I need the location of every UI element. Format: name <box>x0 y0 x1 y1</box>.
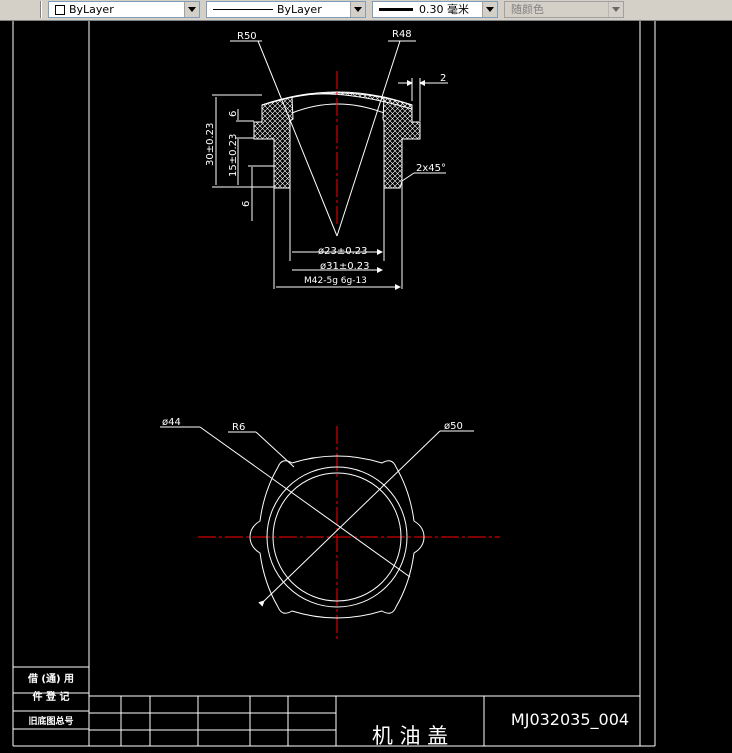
color-swatch <box>55 5 65 15</box>
toolbar-separator <box>40 1 42 18</box>
dim-r48: R48 <box>392 29 412 40</box>
section-view[interactable]: R50 R48 2 30±0.23 6 15±0.23 6 <box>205 29 448 290</box>
dim-d44: ø44 <box>162 417 181 428</box>
dim-thread: M42-5g 6g-13 <box>304 276 367 286</box>
chevron-down-icon[interactable] <box>184 2 199 17</box>
side-label-2: 件 登 记 <box>33 690 70 703</box>
linetype-combo[interactable]: ByLayer <box>206 1 366 18</box>
properties-toolbar: ByLayer ByLayer 0.30 毫米 随颜色 <box>0 0 732 21</box>
dim-d50: ø50 <box>444 421 463 432</box>
section-hatch-left <box>253 96 294 189</box>
plan-view[interactable]: ø44 R6 ø50 <box>160 417 500 639</box>
dim-2: 2 <box>440 73 446 84</box>
dim-6-top: 6 <box>228 111 239 117</box>
section-hatch-right <box>382 96 421 189</box>
chevron-down-icon[interactable] <box>482 2 497 17</box>
dim-chamfer: 2x45° <box>416 163 446 174</box>
dim-r6: R6 <box>232 422 245 433</box>
dim-d23: ø23±0.23 <box>318 246 368 257</box>
plan-inner-circle <box>272 472 402 602</box>
chevron-down-icon[interactable] <box>350 2 365 17</box>
dim-6-bottom: 6 <box>241 201 252 207</box>
plotstyle-combo-value: 随颜色 <box>511 3 544 16</box>
color-combo-value: ByLayer <box>69 3 114 16</box>
drawing-frame <box>12 21 656 747</box>
chevron-down-icon[interactable] <box>608 2 623 17</box>
plan-outer-profile <box>249 455 425 619</box>
dim-r50: R50 <box>237 31 257 42</box>
plan-mid-circle <box>266 466 408 608</box>
lineweight-combo[interactable]: 0.30 毫米 <box>372 1 498 18</box>
dim-15: 15±0.23 <box>228 134 239 177</box>
drawing-number: MJ032035_004 <box>511 710 629 730</box>
side-label-3: 旧底图总号 <box>28 715 73 727</box>
plotstyle-combo[interactable]: 随颜色 <box>504 1 624 18</box>
linetype-combo-value: ByLayer <box>277 3 322 16</box>
lineweight-preview <box>379 8 413 11</box>
lineweight-combo-value: 0.30 毫米 <box>419 3 469 16</box>
drawing-canvas[interactable]: 借 (通) 用 件 登 记 旧底图总号 机 油 盖 MJ032035_004 <box>0 21 732 753</box>
linetype-preview <box>213 9 273 10</box>
side-label-1: 借 (通) 用 <box>27 672 74 685</box>
dim-30: 30±0.23 <box>205 123 216 166</box>
color-combo[interactable]: ByLayer <box>48 1 200 18</box>
dim-d31: ø31±0.23 <box>320 261 370 272</box>
title-block <box>89 695 640 746</box>
part-name: 机 油 盖 <box>372 724 448 748</box>
